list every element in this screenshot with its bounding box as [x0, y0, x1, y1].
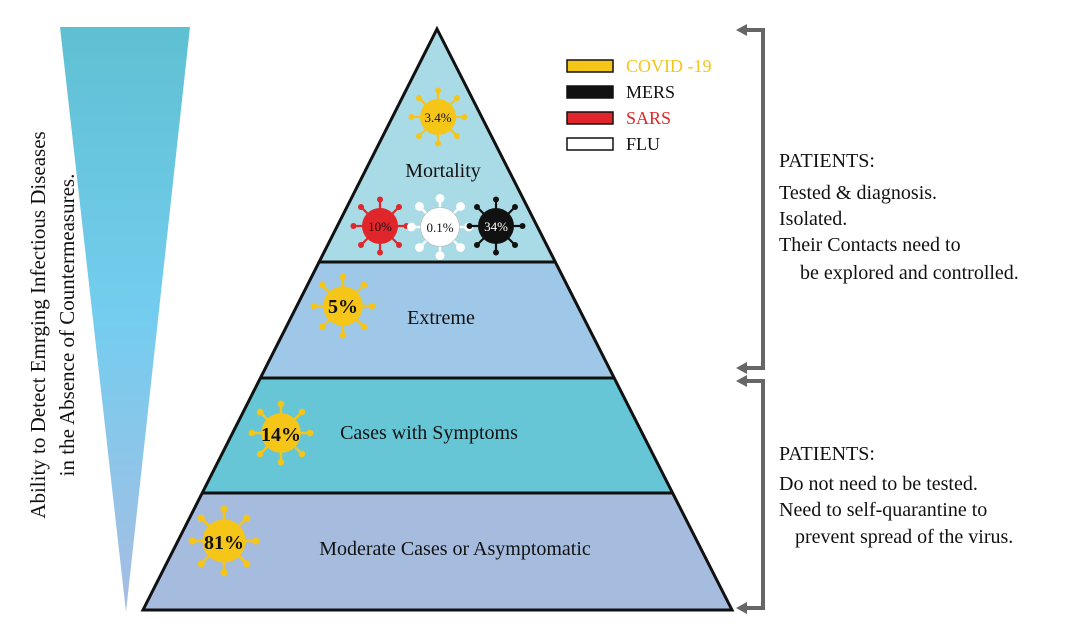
- moderate-value: 81%: [204, 532, 244, 554]
- detection-ability-wedge: [60, 27, 190, 612]
- lower-notes-line: prevent spread of the virus.: [795, 526, 1013, 548]
- mortality-covid-value: 3.4%: [424, 110, 451, 125]
- legend-label-mers: MERS: [626, 82, 675, 102]
- legend-label-sars: SARS: [626, 108, 671, 128]
- lower-notes-title: PATIENTS:: [779, 443, 875, 465]
- lower-bracket: [736, 375, 765, 614]
- upper-notes: PATIENTS: Tested & diagnosis. Isolated. …: [779, 150, 1019, 284]
- legend-label-flu: FLU: [626, 134, 660, 154]
- legend: COVID -19 MERS SARS FLU: [566, 56, 712, 154]
- tier-label-moderate: Moderate Cases or Asymptomatic: [319, 538, 591, 560]
- legend-swatch-covid: [566, 59, 614, 73]
- side-label-line1: Ability to Detect Emrging Infectious Dis…: [26, 131, 50, 518]
- mortality-sars-value: 10%: [368, 219, 392, 234]
- tier-label-extreme: Extreme: [407, 307, 475, 329]
- tier-label-symptoms: Cases with Symptoms: [340, 422, 518, 444]
- pyramid-outline: [140, 25, 735, 612]
- lower-notes-line: Do not need to be tested.: [779, 473, 978, 495]
- lower-notes-line: Need to self-quarantine to: [779, 499, 987, 521]
- upper-notes-line: be explored and controlled.: [800, 262, 1019, 284]
- tier-symptoms: [202, 378, 673, 493]
- tier-moderate: [143, 493, 732, 610]
- legend-swatch-flu: [566, 137, 614, 151]
- upper-notes-line: Isolated.: [779, 208, 847, 230]
- legend-label-covid: COVID -19: [626, 56, 712, 76]
- upper-notes-line: Their Contacts need to: [779, 234, 961, 256]
- side-label-line2: in the Absence of Countermeasures.: [55, 174, 79, 477]
- symptoms-value: 14%: [261, 424, 301, 446]
- lower-notes: PATIENTS: Do not need to be tested. Need…: [779, 443, 1013, 548]
- upper-bracket: [736, 24, 765, 374]
- tier-label-mortality: Mortality: [405, 160, 481, 182]
- legend-swatch-sars: [566, 111, 614, 125]
- upper-notes-line: Tested & diagnosis.: [779, 182, 937, 204]
- mortality-flu-value: 0.1%: [426, 220, 453, 235]
- flu-virus-icon: [406, 193, 474, 261]
- upper-notes-title: PATIENTS:: [779, 150, 875, 172]
- mortality-mers-value: 34%: [484, 219, 508, 234]
- legend-swatch-mers: [566, 85, 614, 99]
- extreme-value: 5%: [328, 296, 358, 318]
